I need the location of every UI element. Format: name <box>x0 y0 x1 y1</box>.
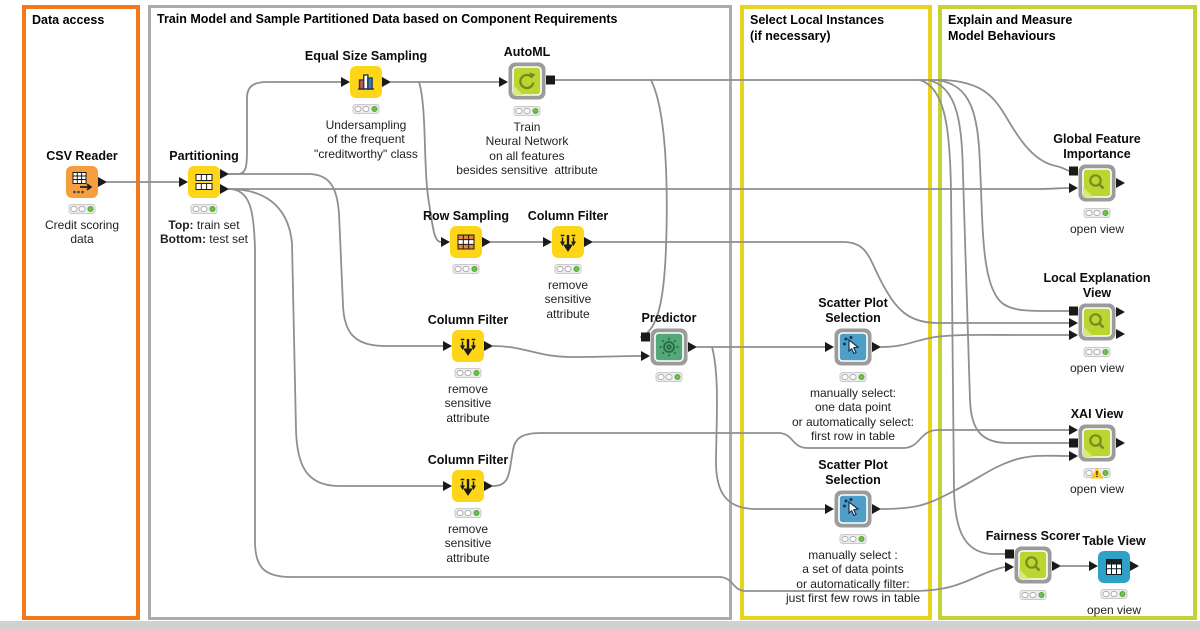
node-global-feature-importance[interactable]: Global Feature Importance open view <box>1053 132 1141 236</box>
node-csv-reader[interactable]: CSV Reader Credit scoring data <box>45 149 119 247</box>
node-label: Partitioning <box>169 148 239 163</box>
node-label: Predictor <box>641 310 697 325</box>
csv-reader-icon[interactable] <box>66 166 98 198</box>
traffic-light <box>68 204 96 214</box>
traffic-light <box>655 372 683 382</box>
traffic-light <box>452 264 480 274</box>
node-caption: open view <box>1069 361 1125 375</box>
annotation-data-access[interactable]: Data access <box>22 5 140 620</box>
node-label: Scatter Plot Selection <box>818 458 888 487</box>
node-caption: Credit scoring data <box>44 218 120 247</box>
annotation-title: Explain and Measure Model Behaviours <box>948 13 1073 44</box>
traffic-light <box>352 104 380 114</box>
annotation-train-model[interactable]: Train Model and Sample Partitioned Data … <box>148 5 732 620</box>
node-label: Local Explanation View <box>1043 271 1151 300</box>
traffic-light-warning: ! <box>1083 467 1111 479</box>
automl-component-icon[interactable] <box>508 62 546 100</box>
column-filter-icon[interactable] <box>452 470 484 502</box>
scatter-selection-component-icon[interactable] <box>834 490 872 528</box>
traffic-light <box>839 534 867 544</box>
node-caption: manually select : a set of data points o… <box>785 548 921 606</box>
node-automl[interactable]: AutoML Train Neural Network on all featu… <box>456 45 597 178</box>
ports <box>98 75 1139 572</box>
node-caption: manually select: one data point or autom… <box>791 386 915 444</box>
view-component-icon[interactable] <box>1078 164 1116 202</box>
node-column-filter-1[interactable]: Column Filter remove sensitive attribute <box>528 209 609 321</box>
node-label: Scatter Plot Selection <box>818 296 888 325</box>
traffic-light <box>839 372 867 382</box>
node-local-explanation-view[interactable]: Local Explanation View open view <box>1044 271 1151 375</box>
traffic-light <box>1100 589 1128 599</box>
annotation-title: Select Local Instances (if necessary) <box>750 13 885 44</box>
traffic-light <box>454 508 482 518</box>
node-scatter-plot-selection-2[interactable]: Scatter Plot Selection manually select :… <box>786 458 920 605</box>
node-fairness-scorer[interactable]: Fairness Scorer <box>986 529 1080 600</box>
view-component-icon[interactable] <box>1078 424 1116 462</box>
node-label: Column Filter <box>527 208 609 223</box>
node-label: Equal Size Sampling <box>304 48 428 63</box>
column-filter-icon[interactable] <box>452 330 484 362</box>
node-label: Table View <box>1082 533 1146 548</box>
node-caption: remove sensitive attribute <box>544 278 592 321</box>
node-label: Column Filter <box>427 312 509 327</box>
warning-icon: ! <box>1090 467 1104 479</box>
node-scatter-plot-selection-1[interactable]: Scatter Plot Selection manually select: … <box>792 296 914 443</box>
node-caption: open view <box>1086 603 1142 617</box>
node-label: Fairness Scorer <box>985 528 1081 543</box>
annotation-title: Train Model and Sample Partitioned Data … <box>157 12 618 26</box>
table-view-icon[interactable] <box>1098 551 1130 583</box>
partitioning-icon[interactable] <box>188 166 220 198</box>
node-caption: Undersampling of the frequent "creditwor… <box>314 118 418 161</box>
view-component-icon[interactable] <box>1078 303 1116 341</box>
node-table-view[interactable]: Table View open view <box>1082 534 1145 617</box>
bar-chart-icon[interactable] <box>350 66 382 98</box>
node-row-sampling[interactable]: Row Sampling <box>423 209 509 274</box>
scatter-selection-component-icon[interactable] <box>834 328 872 366</box>
node-caption: Train Neural Network on all features bes… <box>456 120 598 178</box>
traffic-light <box>513 106 541 116</box>
node-caption: open view <box>1069 482 1125 496</box>
traffic-light <box>554 264 582 274</box>
node-label: AutoML <box>503 44 551 59</box>
annotation-select-local-instances[interactable]: Select Local Instances (if necessary) <box>740 5 932 620</box>
traffic-light <box>190 204 218 214</box>
node-label: Row Sampling <box>422 208 510 223</box>
canvas-edge-strip <box>0 621 1200 630</box>
node-xai-view[interactable]: XAI View ! open view <box>1070 407 1124 496</box>
annotation-title: Data access <box>32 13 105 27</box>
row-sampling-icon[interactable] <box>450 226 482 258</box>
traffic-light <box>454 368 482 378</box>
connections[interactable] <box>106 79 1090 592</box>
view-component-icon[interactable] <box>1014 546 1052 584</box>
node-column-filter-3[interactable]: Column Filter remove sensitive attribute <box>428 453 509 565</box>
predictor-component-icon[interactable] <box>650 328 688 366</box>
traffic-light <box>1083 347 1111 357</box>
node-label: CSV Reader <box>46 148 118 163</box>
traffic-light <box>1019 590 1047 600</box>
node-label: XAI View <box>1070 406 1124 421</box>
node-caption: open view <box>1069 222 1125 236</box>
node-predictor[interactable]: Predictor <box>642 311 696 382</box>
annotation-explain-measure[interactable]: Explain and Measure Model Behaviours <box>938 5 1197 620</box>
node-column-filter-2[interactable]: Column Filter remove sensitive attribute <box>428 313 509 425</box>
column-filter-icon[interactable] <box>552 226 584 258</box>
node-caption: remove sensitive attribute <box>444 382 492 425</box>
node-equal-size-sampling[interactable]: Equal Size Sampling Undersampling of the… <box>305 49 427 161</box>
traffic-light <box>1083 208 1111 218</box>
node-label: Global Feature Importance <box>1053 132 1141 161</box>
node-caption: remove sensitive attribute <box>444 522 492 565</box>
node-label: Column Filter <box>427 452 509 467</box>
